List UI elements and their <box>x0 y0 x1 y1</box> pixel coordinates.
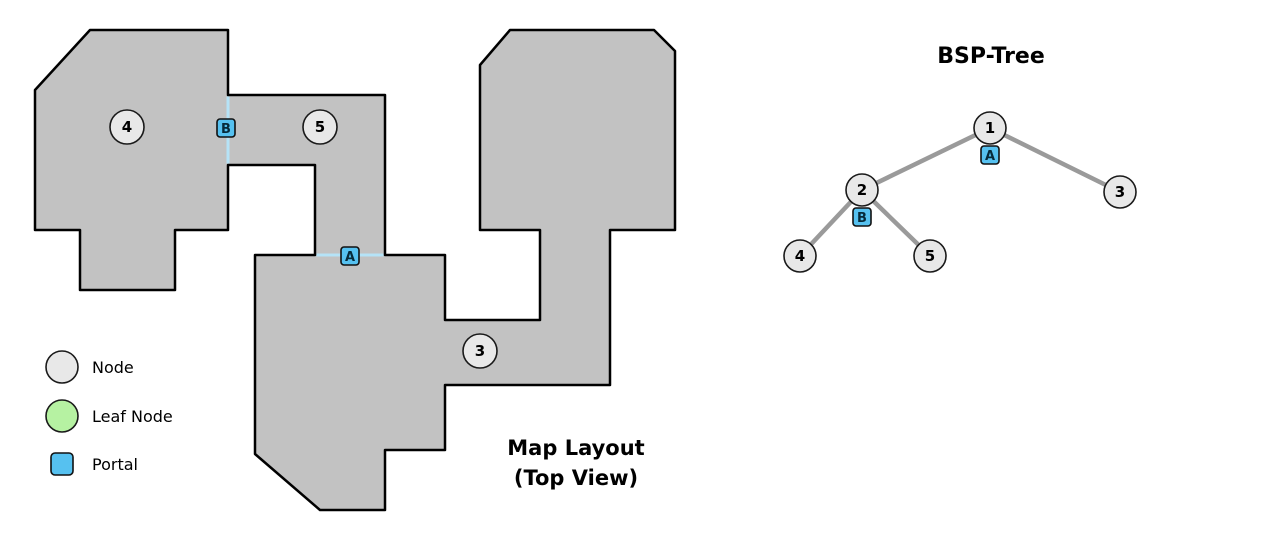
tree-edge-1-3 <box>987 125 1123 195</box>
tree-node-4-circle <box>783 239 817 273</box>
tree-portal-a-label: A <box>985 149 995 164</box>
tree-node-3-circle <box>1103 175 1137 209</box>
map-room-5-badge <box>302 109 338 145</box>
legend-portal-swatch <box>50 452 74 476</box>
tree-node-5-circle <box>913 239 947 273</box>
legend-node-label: Node <box>92 358 134 377</box>
bsp-tree-title: BSP-Tree <box>937 44 1045 69</box>
legend-node-swatch <box>45 350 79 384</box>
tree-node-2-label: 2 <box>857 181 867 199</box>
legend-portal-label: Portal <box>92 455 138 474</box>
map-portal-a-marker <box>340 246 360 266</box>
tree-node-5-label: 5 <box>925 247 935 265</box>
tree-node-3-label: 3 <box>1115 183 1125 201</box>
tree-node-1-circle <box>973 111 1007 145</box>
tree-portal-a-marker <box>980 145 1000 165</box>
tree-node-1-label: 1 <box>985 119 995 137</box>
map-room-3-label: 3 <box>475 342 485 360</box>
map-portal-a-label: A <box>345 250 355 265</box>
map-room-5-label: 5 <box>315 118 325 136</box>
tree-node-4-label: 4 <box>795 247 805 265</box>
tree-portal-b-marker <box>852 207 872 227</box>
map-room-4-badge <box>109 109 145 145</box>
tree-edge-1-2 <box>859 125 993 193</box>
map-portal-b-label: B <box>221 122 231 137</box>
map-floor-outline <box>33 28 677 512</box>
map-portal-b-marker <box>216 118 236 138</box>
legend-leaf-node-swatch <box>45 399 79 433</box>
tree-portal-b-label: B <box>857 211 867 226</box>
map-room-4-label: 4 <box>122 118 132 136</box>
map-room-3-badge <box>462 333 498 369</box>
tree-node-2-circle <box>845 173 879 207</box>
map-title-line1: Map Layout <box>507 436 644 460</box>
map-title-line2: (Top View) <box>514 466 638 490</box>
legend-leaf-node-label: Leaf Node <box>92 407 173 426</box>
